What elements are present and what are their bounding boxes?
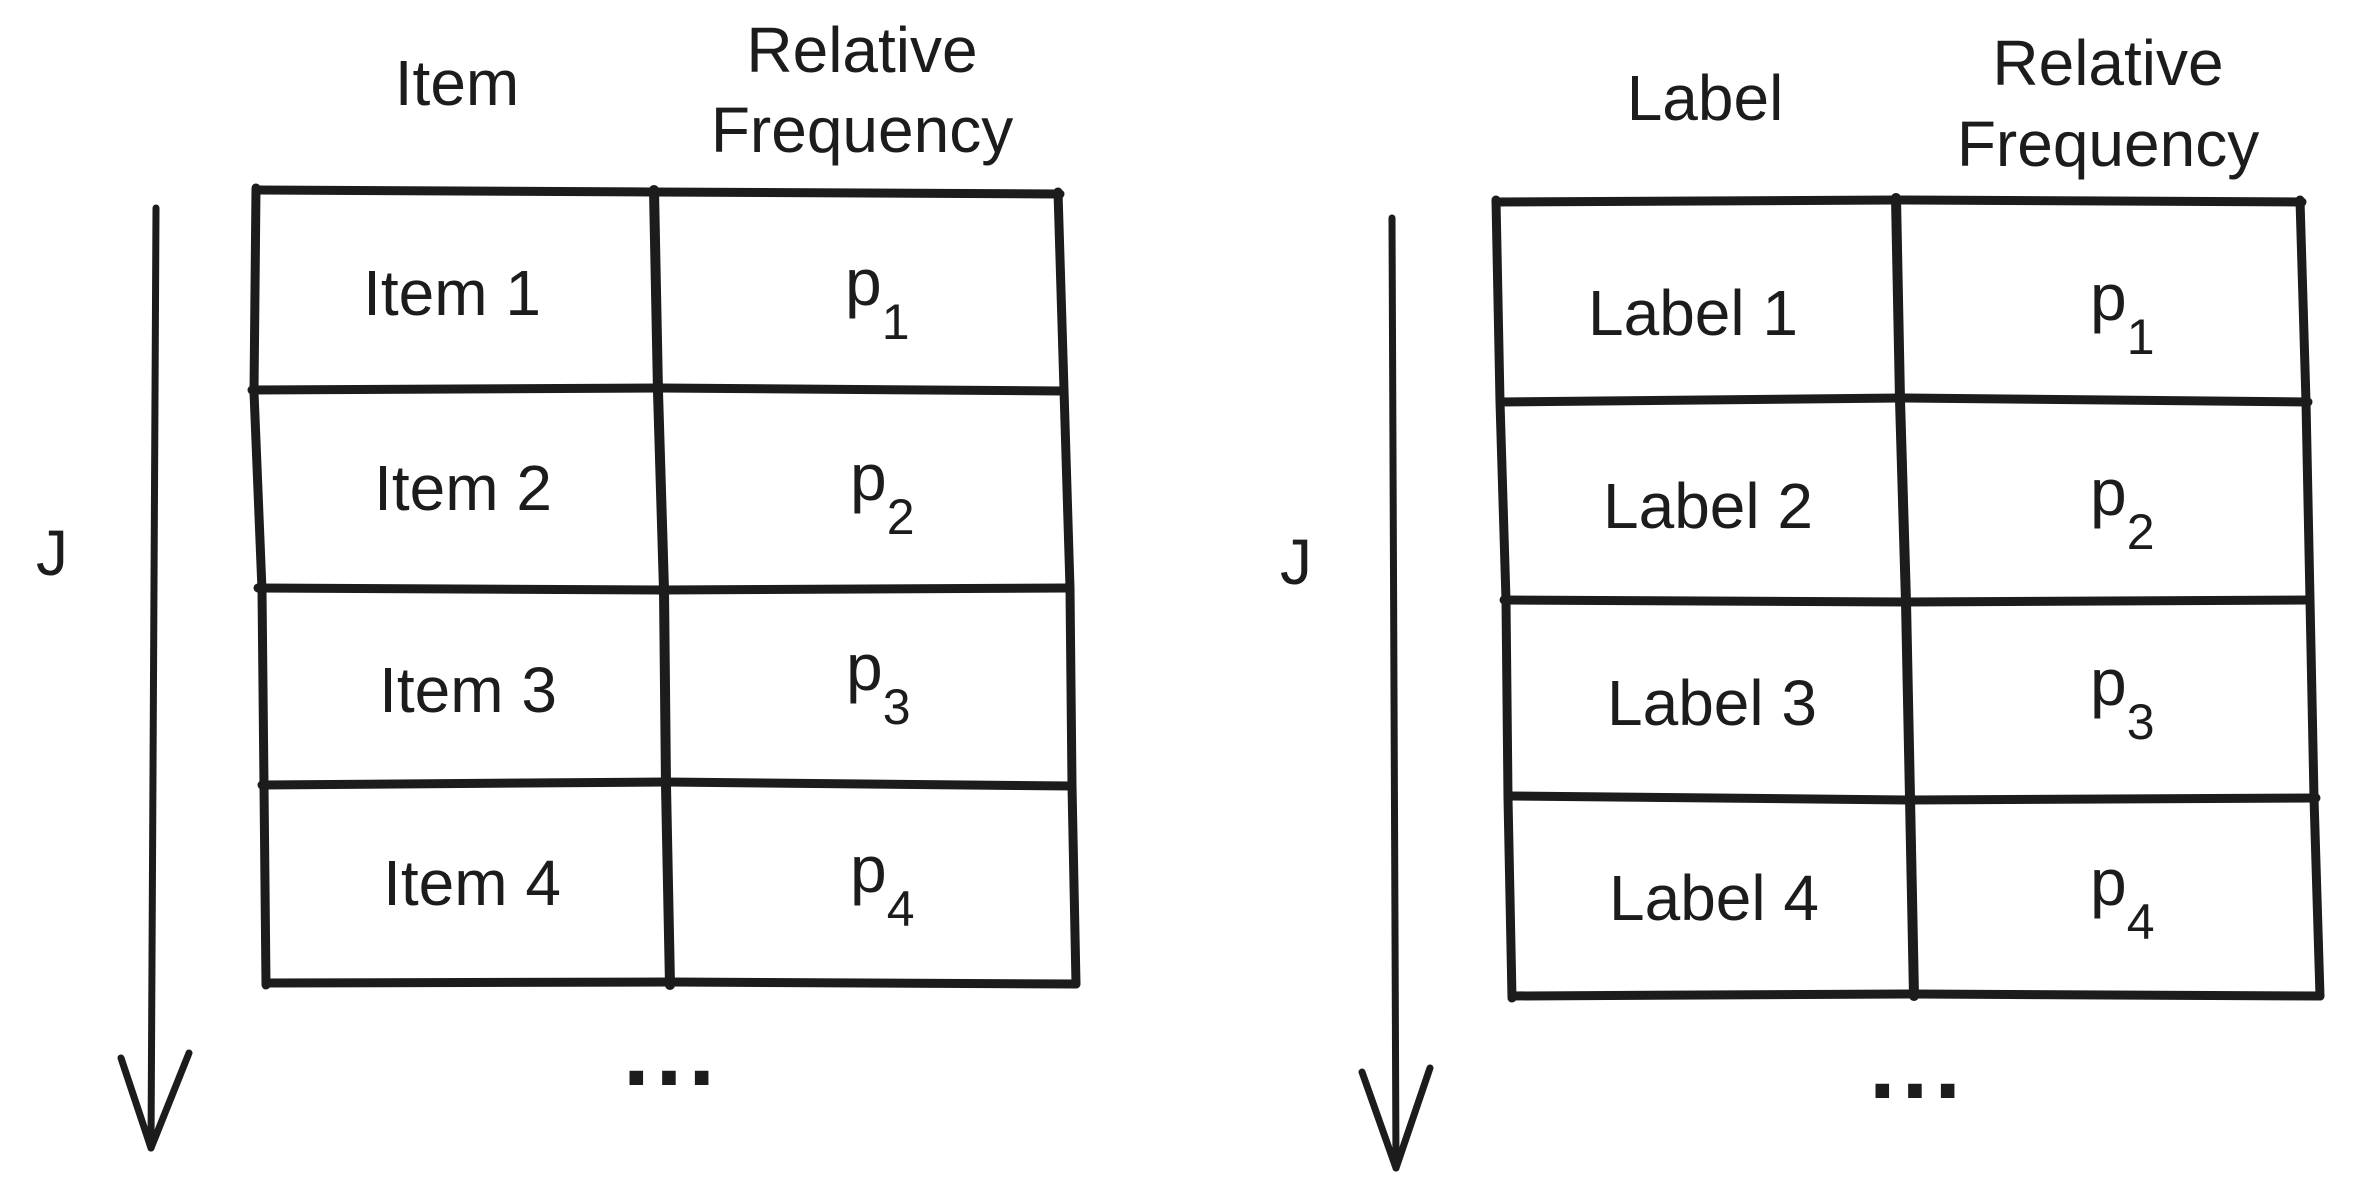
table-row: Item 4 p4: [383, 832, 914, 937]
row-value: p3: [846, 630, 911, 735]
axis-label-j: J: [36, 517, 68, 589]
ellipsis: ...: [623, 999, 721, 1106]
table-row: Label 2 p2: [1603, 455, 2155, 560]
header-item: Item: [395, 47, 519, 119]
table-row: Label 3 p3: [1607, 645, 2155, 750]
header-frequency: Frequency: [711, 94, 1013, 166]
row-value: p2: [2090, 455, 2155, 560]
header-relative: Relative: [746, 14, 977, 86]
row-value: p2: [850, 440, 915, 545]
header-relative: Relative: [1992, 27, 2223, 99]
row-name: Item 1: [363, 257, 541, 329]
table-row: Label 4 p4: [1609, 845, 2155, 950]
row-value: p1: [2090, 260, 2155, 365]
row-name: Label 2: [1603, 470, 1813, 542]
table-row: Item 3 p3: [379, 630, 910, 735]
row-name: Label 3: [1607, 667, 1817, 739]
row-value: p1: [845, 245, 910, 350]
table-row: Item 2 p2: [374, 440, 914, 545]
table-grid: [1491, 193, 2325, 1003]
table-row: Item 1 p1: [363, 245, 909, 350]
row-name: Item 4: [383, 847, 561, 919]
axis-label-j: J: [1280, 526, 1312, 598]
header-label: Label: [1627, 62, 1784, 134]
row-name: Label 4: [1609, 862, 1819, 934]
table-right: Label Relative Frequency J Label 1 p1: [1280, 27, 2325, 1172]
row-name: Item 3: [379, 654, 557, 726]
down-arrow-icon: [117, 204, 193, 1152]
table-grid: [247, 183, 1081, 990]
row-value: p3: [2090, 645, 2155, 750]
down-arrow-icon: [1358, 214, 1434, 1172]
ellipsis: ...: [1869, 1012, 1967, 1119]
row-name: Label 1: [1588, 277, 1798, 349]
row-value: p4: [2090, 845, 2155, 950]
header-frequency: Frequency: [1957, 108, 2259, 180]
row-value: p4: [850, 832, 915, 937]
row-name: Item 2: [374, 452, 552, 524]
table-row: Label 1 p1: [1588, 260, 2155, 365]
table-left: Item Relative Frequency J Item 1 p1: [36, 14, 1081, 1152]
